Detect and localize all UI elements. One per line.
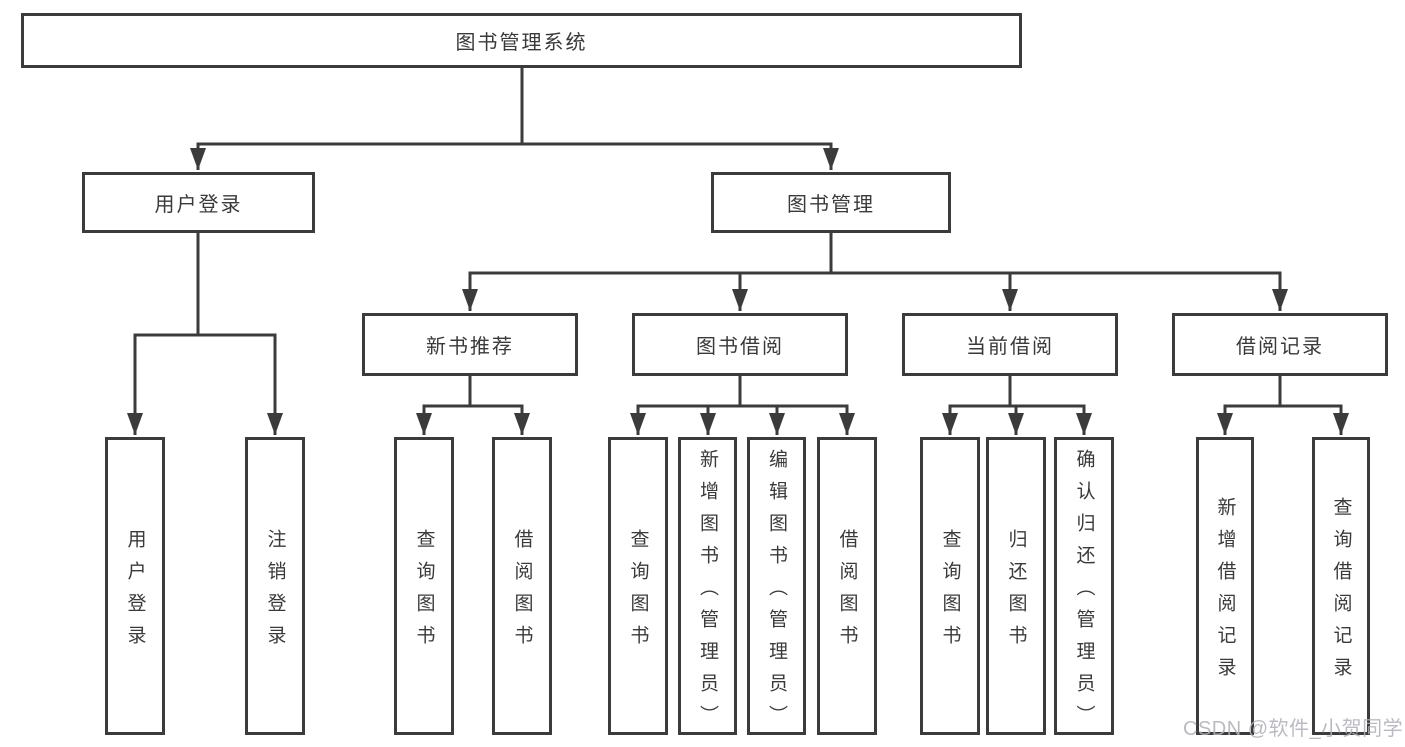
node-borrowing-records: 借阅记录 bbox=[1172, 313, 1388, 376]
leaf-query-books-recommend-label: 查询图书 bbox=[413, 528, 435, 657]
leaf-edit-book-admin: 编辑图书（管理员） bbox=[747, 437, 806, 737]
leaf-return-book: 归还图书 bbox=[986, 437, 1046, 735]
leaf-user-login-label: 用户登录 bbox=[124, 528, 146, 657]
leaf-add-borrow-record-label: 新增借阅记录 bbox=[1214, 496, 1236, 689]
node-new-book-recommendation: 新书推荐 bbox=[362, 313, 578, 376]
leaf-confirm-return-admin: 确认归还（管理员） bbox=[1054, 437, 1114, 737]
leaf-add-borrow-record: 新增借阅记录 bbox=[1196, 437, 1254, 735]
leaf-query-borrow-record-label: 查询借阅记录 bbox=[1330, 496, 1352, 689]
leaf-query-books-current-label: 查询图书 bbox=[939, 528, 961, 657]
leaf-return-book-label: 归还图书 bbox=[1005, 528, 1027, 657]
root-node-library-system: 图书管理系统 bbox=[21, 13, 1022, 68]
leaf-query-borrow-record: 查询借阅记录 bbox=[1312, 437, 1370, 735]
leaf-logout-label: 注销登录 bbox=[264, 528, 286, 657]
leaf-borrow-books-recommend: 借阅图书 bbox=[492, 437, 552, 735]
node-book-management: 图书管理 bbox=[711, 172, 951, 233]
node-current-borrowing: 当前借阅 bbox=[902, 313, 1118, 376]
leaf-borrow-books-recommend-label: 借阅图书 bbox=[511, 528, 533, 657]
leaf-add-book-admin-label: 新增图书（管理员） bbox=[697, 448, 718, 737]
csdn-watermark: CSDN @软件_小贺同学 bbox=[1183, 718, 1404, 740]
leaf-query-books-borrow-label: 查询图书 bbox=[627, 528, 649, 657]
leaf-query-books-borrow: 查询图书 bbox=[608, 437, 668, 735]
leaf-user-login: 用户登录 bbox=[105, 437, 165, 735]
leaf-borrow-books: 借阅图书 bbox=[817, 437, 877, 735]
leaf-query-books-current: 查询图书 bbox=[920, 437, 980, 735]
leaf-edit-book-admin-label: 编辑图书（管理员） bbox=[766, 448, 787, 737]
leaf-add-book-admin: 新增图书（管理员） bbox=[678, 437, 737, 737]
node-user-login: 用户登录 bbox=[82, 172, 315, 233]
leaf-query-books-recommend: 查询图书 bbox=[394, 437, 454, 735]
leaf-borrow-books-label: 借阅图书 bbox=[836, 528, 858, 657]
leaf-logout: 注销登录 bbox=[245, 437, 305, 735]
node-book-borrowing: 图书借阅 bbox=[632, 313, 848, 376]
leaf-confirm-return-admin-label: 确认归还（管理员） bbox=[1073, 448, 1095, 737]
